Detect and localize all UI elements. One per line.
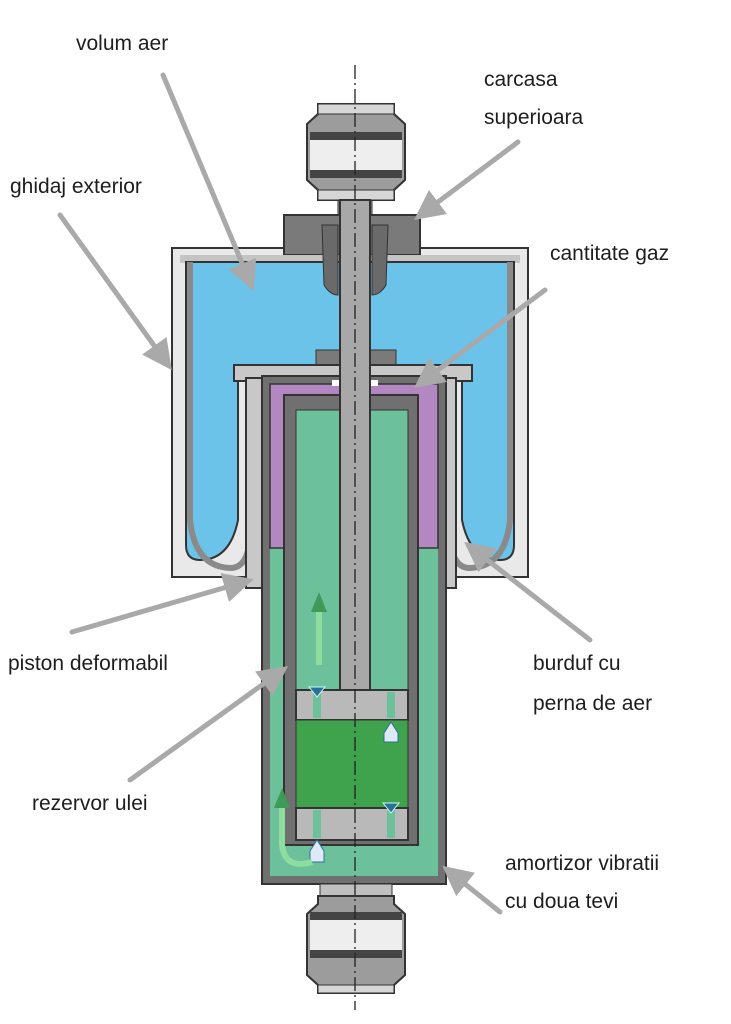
label-burduf-line2: perna de aer: [533, 692, 652, 715]
valve-flow-icon: [383, 721, 399, 743]
label-volum-aer: volum aer: [76, 32, 168, 55]
label-carcasa-superioara-line2: superioara: [484, 106, 584, 129]
arrow-rezervor-ulei: [127, 666, 289, 783]
label-amortizor-line1: amortizor vibratii: [505, 852, 659, 875]
damper-piston: [295, 686, 409, 863]
labels: volum aer ghidaj exterior carcasa superi…: [8, 32, 669, 913]
label-rezervor-ulei: rezervor ulei: [32, 792, 148, 815]
rod-seal: [321, 224, 389, 296]
arrow-cantitate-gaz: [413, 287, 548, 388]
label-burduf-line1: burduf cu: [533, 652, 621, 675]
arrow-ghidaj-exterior: [57, 212, 172, 371]
label-carcasa-superioara-line1: carcasa: [484, 68, 558, 91]
label-cantitate-gaz: cantitate gaz: [550, 242, 669, 265]
label-piston-deformabil: piston deformabil: [8, 652, 168, 675]
arrow-burduf: [464, 541, 593, 643]
arrow-volum-aer: [160, 72, 257, 292]
label-ghidaj-exterior: ghidaj exterior: [10, 175, 142, 198]
valve-icon: [381, 802, 401, 814]
arrow-amortizor: [442, 865, 503, 915]
arrow-piston-deformabil: [69, 573, 254, 635]
pointer-arrows: [57, 72, 593, 915]
arrow-carcasa-superioara: [414, 139, 521, 220]
top-mount: [306, 103, 406, 221]
valve-icon: [307, 686, 327, 698]
label-amortizor-line2: cu doua tevi: [505, 890, 618, 913]
bottom-mount: [306, 883, 406, 994]
oil-flow-arrows: [274, 592, 327, 867]
